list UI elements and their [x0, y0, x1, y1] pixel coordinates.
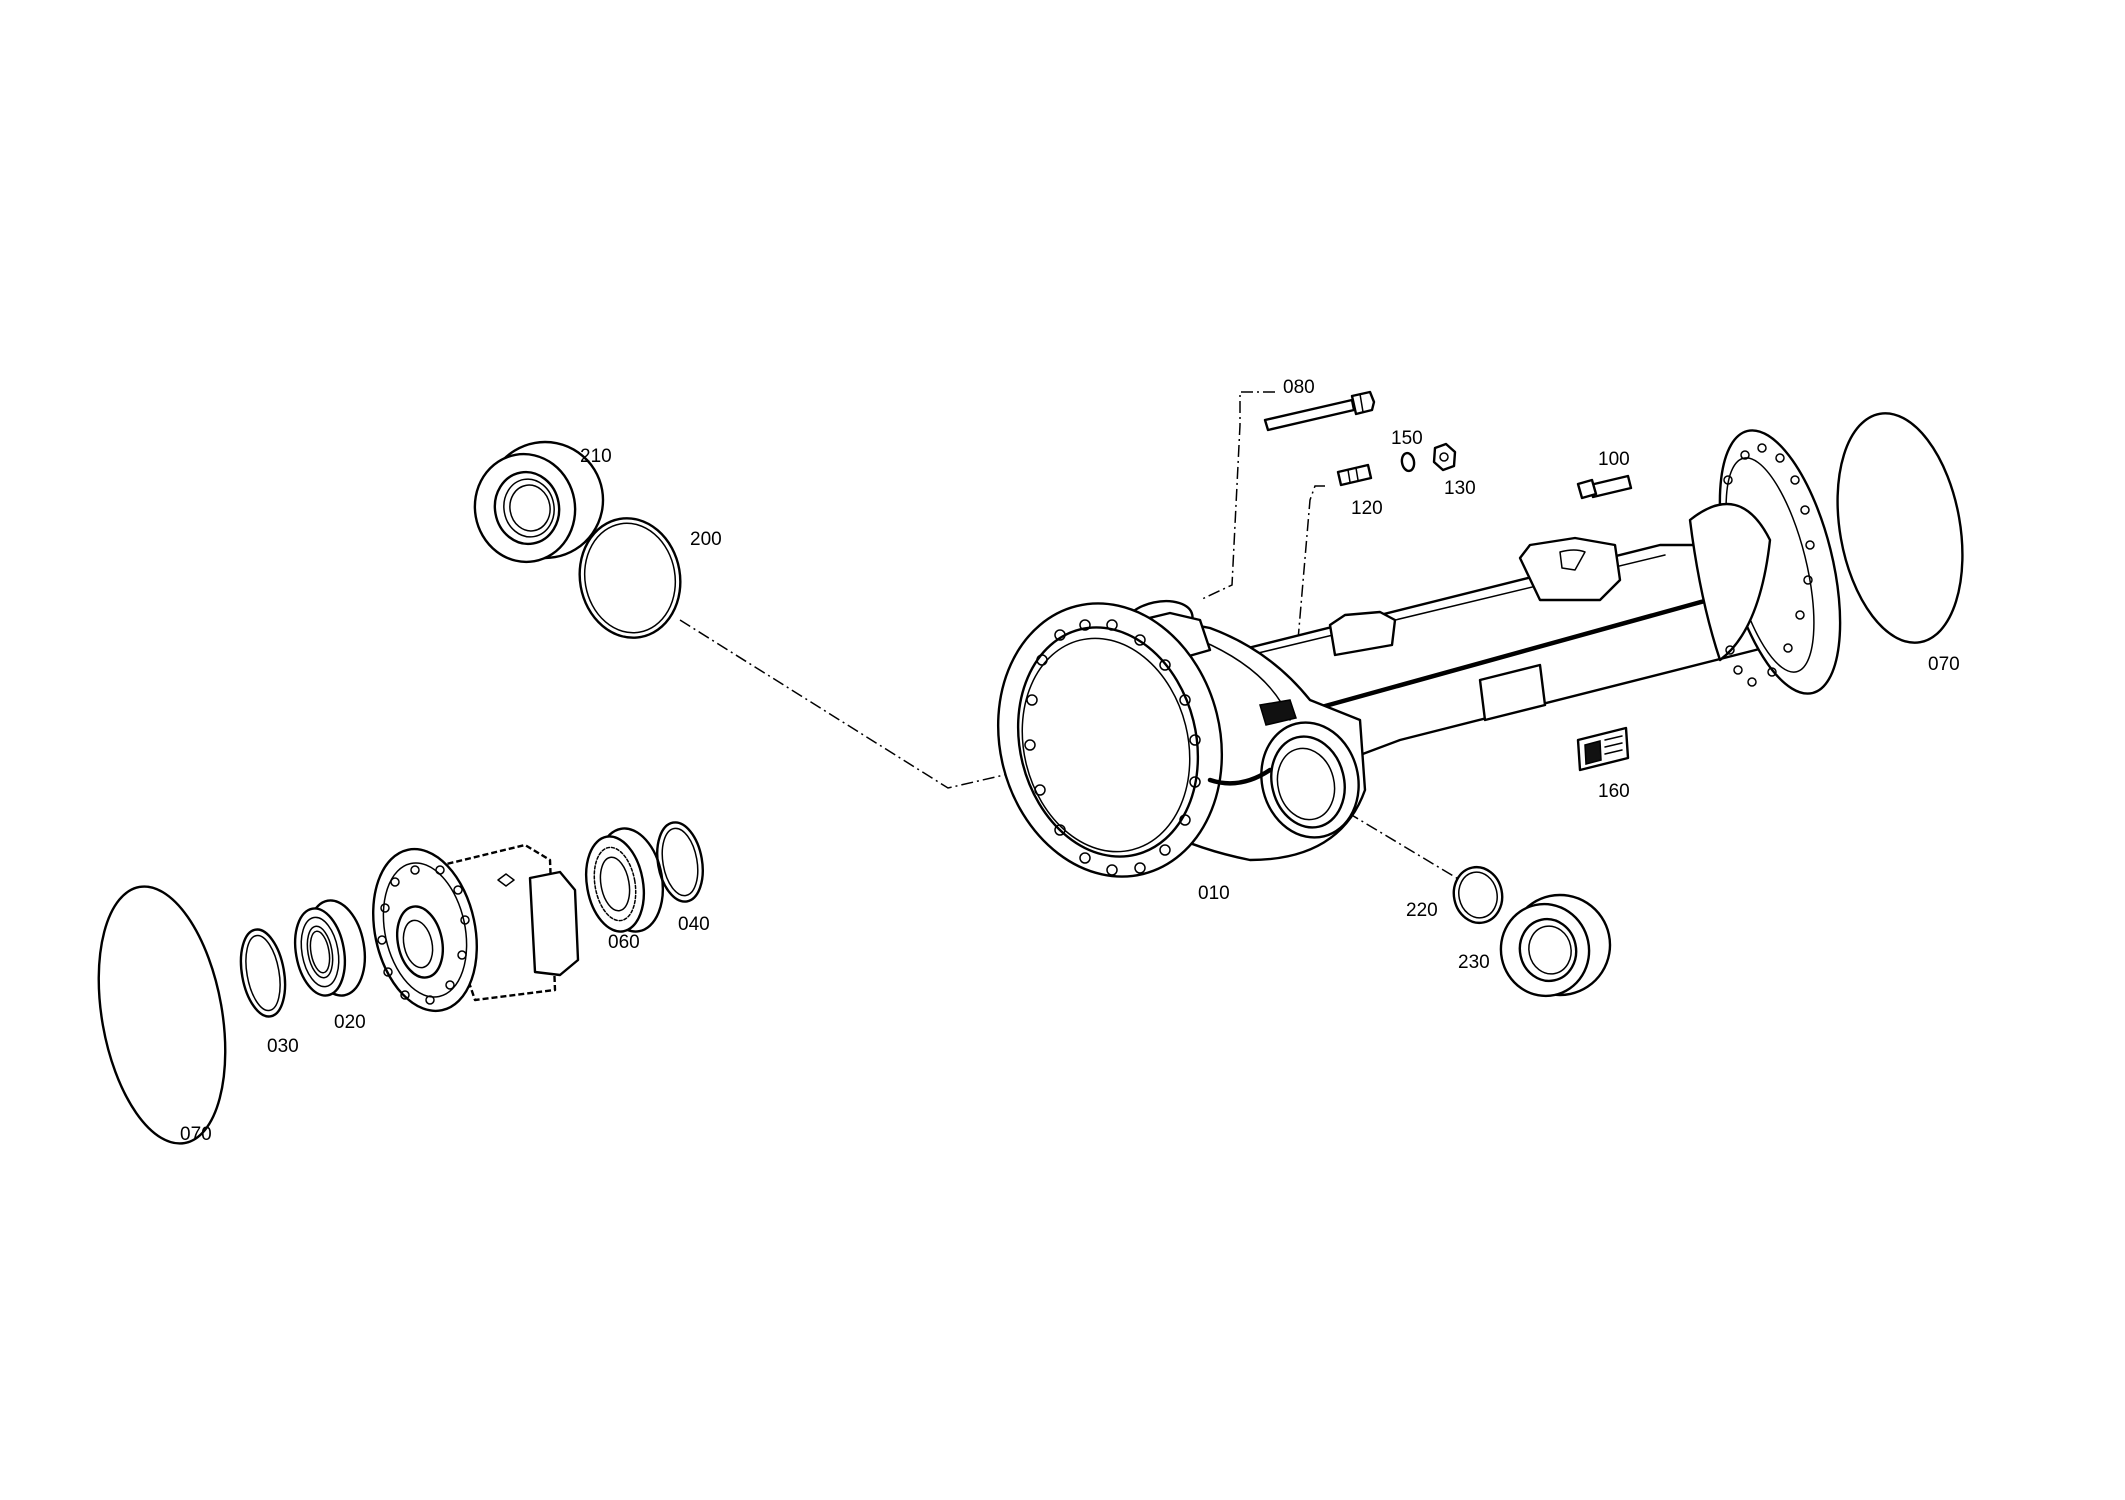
label-010: 010: [1198, 883, 1230, 904]
label-200: 200: [690, 529, 722, 550]
part-070-left-oring[interactable]: [80, 877, 243, 1154]
part-020-bearing[interactable]: [289, 896, 372, 1000]
part-210-bearing[interactable]: [466, 433, 612, 570]
label-070-left: 070: [180, 1124, 212, 1145]
part-030-ring[interactable]: [235, 926, 292, 1020]
label-210: 210: [580, 446, 612, 467]
label-040: 040: [678, 914, 710, 935]
part-010-axle-housing[interactable]: [970, 418, 1863, 900]
label-080: 080: [1283, 377, 1315, 398]
part-labels: 010 020 030 040 060 070 070 080 100 120 …: [180, 377, 1960, 1145]
part-160-nameplate[interactable]: [1576, 726, 1630, 772]
differential-assembly[interactable]: [359, 839, 580, 1020]
right-flange-bolt-holes: [1723, 443, 1815, 687]
part-080-bolt[interactable]: [1263, 390, 1376, 432]
part-220-ring[interactable]: [1449, 863, 1508, 928]
part-230-bearing[interactable]: [1492, 886, 1619, 1005]
part-130-nut[interactable]: [1432, 442, 1457, 472]
label-220: 220: [1406, 900, 1438, 921]
part-070-right-oring[interactable]: [1821, 403, 1979, 652]
part-120-stud[interactable]: [1336, 463, 1373, 487]
label-070-right: 070: [1928, 654, 1960, 675]
part-040-ring[interactable]: [651, 819, 708, 905]
part-100-bolt[interactable]: [1576, 474, 1633, 500]
label-160: 160: [1598, 781, 1630, 802]
left-flange-bolt-holes: [1024, 619, 1201, 876]
label-230: 230: [1458, 952, 1490, 973]
part-200-ring[interactable]: [570, 510, 689, 646]
label-120: 120: [1351, 498, 1383, 519]
label-020: 020: [334, 1012, 366, 1033]
part-060-bearing[interactable]: [579, 823, 670, 937]
label-030: 030: [267, 1036, 299, 1057]
label-060: 060: [608, 932, 640, 953]
label-100: 100: [1598, 449, 1630, 470]
part-150-washer[interactable]: [1400, 451, 1416, 473]
label-130: 130: [1444, 478, 1476, 499]
label-150: 150: [1391, 428, 1423, 449]
